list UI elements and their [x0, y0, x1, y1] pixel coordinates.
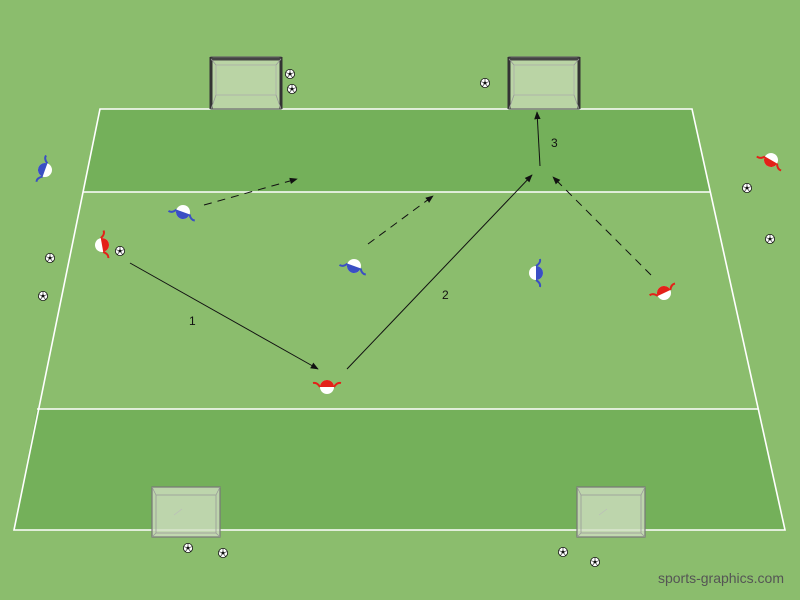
watermark: sports-graphics.com [658, 570, 784, 586]
run-lines [203, 176, 652, 276]
goal-top-right [507, 55, 581, 111]
ball-icon [38, 291, 48, 301]
blue-player-icon [338, 259, 366, 276]
ball-icon [115, 246, 125, 256]
pass-lines [129, 111, 541, 370]
ball-icon [183, 543, 193, 553]
blue-player-icon [35, 154, 52, 182]
ball-icon [218, 548, 228, 558]
goal-top-left [209, 55, 283, 111]
ball-icon [765, 234, 775, 244]
blue-player-icon [167, 205, 195, 222]
run-arrow-right [552, 176, 652, 276]
pass-arrow-1 [129, 262, 319, 370]
ball-icon [45, 253, 55, 263]
red-player-icon [312, 380, 342, 394]
players [35, 153, 782, 394]
red-player-icon [756, 153, 782, 172]
bottom-zone [14, 409, 785, 530]
goal-bottom-right [576, 486, 646, 538]
ball-icon [742, 183, 752, 193]
pass-label-2: 2 [442, 288, 449, 302]
pass-arrow-3 [534, 111, 541, 167]
ball-icon [480, 78, 490, 88]
field-outline [13, 108, 786, 531]
ball-icon [287, 84, 297, 94]
pass-label-1: 1 [189, 314, 196, 328]
ball-icon [285, 69, 295, 79]
field-lines [13, 108, 786, 531]
red-player-icon [648, 282, 676, 300]
red-player-icon [95, 230, 110, 259]
top-zone [83, 109, 710, 192]
ball-icon [590, 557, 600, 567]
run-arrow-left [203, 177, 298, 206]
pass-label-3: 3 [551, 136, 558, 150]
goal-bottom-left [151, 486, 221, 538]
blue-player-icon [529, 258, 543, 288]
ball-icon [558, 547, 568, 557]
pass-arrow-2 [346, 174, 533, 370]
